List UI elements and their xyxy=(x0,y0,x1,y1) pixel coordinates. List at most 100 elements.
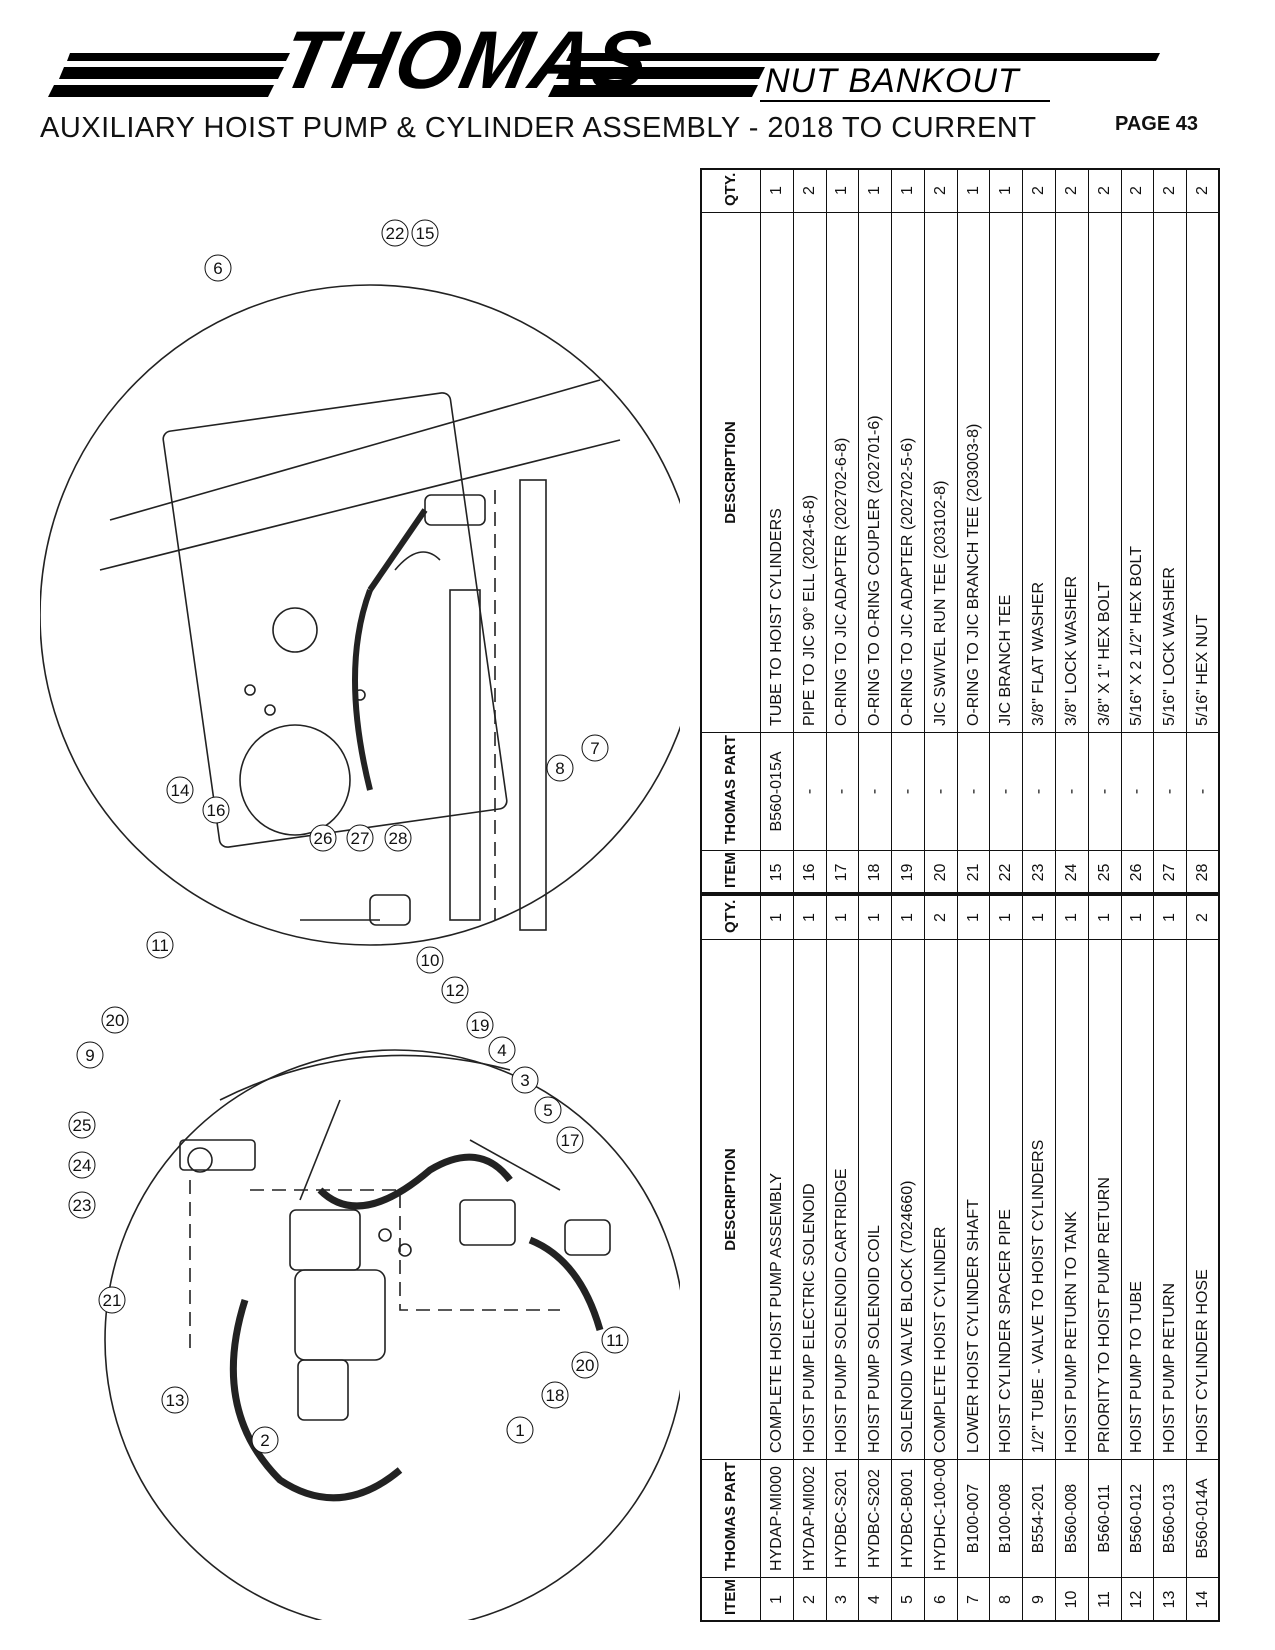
svg-text:10: 10 xyxy=(421,951,440,970)
callout-5: 5 xyxy=(534,1096,562,1124)
cell-item: 21 xyxy=(957,850,990,895)
col-description-header: DESCRIPTION xyxy=(700,212,761,733)
cell-item: 5 xyxy=(891,1577,925,1622)
parts-table-right: ITEM # THOMAS PART # DESCRIPTION QTY. 15… xyxy=(700,168,1220,895)
assembly-drawings: 6 22 15 14 16 26 27 28 8 7 11 9 20 10 12… xyxy=(40,219,680,1620)
cell-item: 16 xyxy=(793,850,827,895)
cell-part: - xyxy=(1121,732,1154,851)
svg-text:20: 20 xyxy=(576,1356,595,1375)
cell-description: JIC SWIVEL RUN TEE (203102-8) xyxy=(924,212,958,733)
cell-qty: 1 xyxy=(760,168,794,213)
callout-15: 15 xyxy=(411,219,439,247)
cell-item: 12 xyxy=(1121,1577,1154,1622)
cell-item: 10 xyxy=(1055,1577,1089,1622)
callout-12: 12 xyxy=(441,976,469,1004)
cell-description: COMPLETE HOIST CYLINDER xyxy=(924,939,958,1460)
svg-text:4: 4 xyxy=(497,1041,506,1060)
table-header-row: ITEM # THOMAS PART # DESCRIPTION QTY. xyxy=(700,895,761,1622)
cell-part: - xyxy=(793,732,827,851)
table-row: 18-O-RING TO O-RING COUPLER (202701-6)1 xyxy=(858,168,892,895)
cell-part: HYDAP-MI002 xyxy=(793,1459,827,1578)
svg-text:17: 17 xyxy=(561,1131,580,1150)
cell-description: 3/8" X 1" HEX BOLT xyxy=(1088,212,1122,733)
cell-qty: 1 xyxy=(891,895,925,940)
svg-text:2: 2 xyxy=(260,1431,269,1450)
svg-text:28: 28 xyxy=(389,829,408,848)
callout-19: 19 xyxy=(466,1011,494,1039)
cell-description: HOIST CYLINDER SPACER PIPE xyxy=(989,939,1023,1460)
page-number: PAGE 43 xyxy=(1115,113,1198,135)
svg-text:20: 20 xyxy=(106,1011,125,1030)
cell-part: B100-007 xyxy=(957,1459,990,1578)
callout-2: 2 xyxy=(251,1426,279,1454)
cell-part: - xyxy=(989,732,1023,851)
cell-item: 13 xyxy=(1153,1577,1187,1622)
cell-item: 2 xyxy=(793,1577,827,1622)
callout-11: 11 xyxy=(146,931,174,959)
cell-part: - xyxy=(1186,732,1220,851)
callout-20: 20 xyxy=(101,1006,129,1034)
cell-description: 5/16" X 2 1/2" HEX BOLT xyxy=(1121,212,1154,733)
cell-part: - xyxy=(826,732,859,851)
svg-text:13: 13 xyxy=(166,1391,185,1410)
cell-item: 1 xyxy=(760,1577,794,1622)
cell-qty: 1 xyxy=(760,895,794,940)
cell-part: B560-015A xyxy=(760,732,794,851)
cell-description: 1/2" TUBE - VALVE TO HOIST CYLINDERS xyxy=(1022,939,1056,1460)
cell-qty: 1 xyxy=(793,895,827,940)
cell-description: SOLENOID VALVE BLOCK (7024660) xyxy=(891,939,925,1460)
svg-text:14: 14 xyxy=(171,781,190,800)
col-qty-header: QTY. xyxy=(700,895,761,940)
callout-20b: 20 xyxy=(571,1351,599,1379)
cell-part: B100-008 xyxy=(989,1459,1023,1578)
cell-description: JIC BRANCH TEE xyxy=(989,212,1023,733)
cell-item: 8 xyxy=(989,1577,1023,1622)
svg-text:18: 18 xyxy=(546,1386,565,1405)
svg-text:23: 23 xyxy=(73,1196,92,1215)
callout-6: 6 xyxy=(204,254,232,282)
callout-24: 24 xyxy=(68,1151,96,1179)
col-item-header: ITEM # xyxy=(700,850,761,895)
callout-26: 26 xyxy=(309,824,337,852)
page-title: AUXILIARY HOIST PUMP & CYLINDER ASSEMBLY… xyxy=(40,112,1037,144)
cell-part: - xyxy=(858,732,892,851)
cell-item: 14 xyxy=(1186,1577,1220,1622)
cell-part: HYDAP-MI000 xyxy=(760,1459,794,1578)
callout-18: 18 xyxy=(541,1381,569,1409)
callout-1: 1 xyxy=(506,1416,534,1444)
cell-qty: 1 xyxy=(957,895,990,940)
cell-part: B560-008 xyxy=(1055,1459,1089,1578)
cell-item: 25 xyxy=(1088,850,1122,895)
cell-qty: 2 xyxy=(1153,168,1187,213)
svg-text:8: 8 xyxy=(555,759,564,778)
callout-21: 21 xyxy=(98,1286,126,1314)
cell-description: HOIST PUMP ELECTRIC SOLENOID xyxy=(793,939,827,1460)
model-name: NUT BANKOUT xyxy=(765,62,1020,100)
cell-description: COMPLETE HOIST PUMP ASSEMBLY xyxy=(760,939,794,1460)
cell-part: B560-012 xyxy=(1121,1459,1154,1578)
cell-description: O-RING TO O-RING COUPLER (202701-6) xyxy=(858,212,892,733)
svg-text:11: 11 xyxy=(151,936,169,955)
cell-description: 3/8" LOCK WASHER xyxy=(1055,212,1089,733)
detail-view-bottom xyxy=(104,1049,680,1620)
cell-item: 4 xyxy=(858,1577,892,1622)
cell-qty: 1 xyxy=(1055,895,1089,940)
svg-text:6: 6 xyxy=(213,259,222,278)
cell-part: - xyxy=(1022,732,1056,851)
col-qty-header: QTY. xyxy=(700,168,761,213)
cell-qty: 1 xyxy=(989,895,1023,940)
